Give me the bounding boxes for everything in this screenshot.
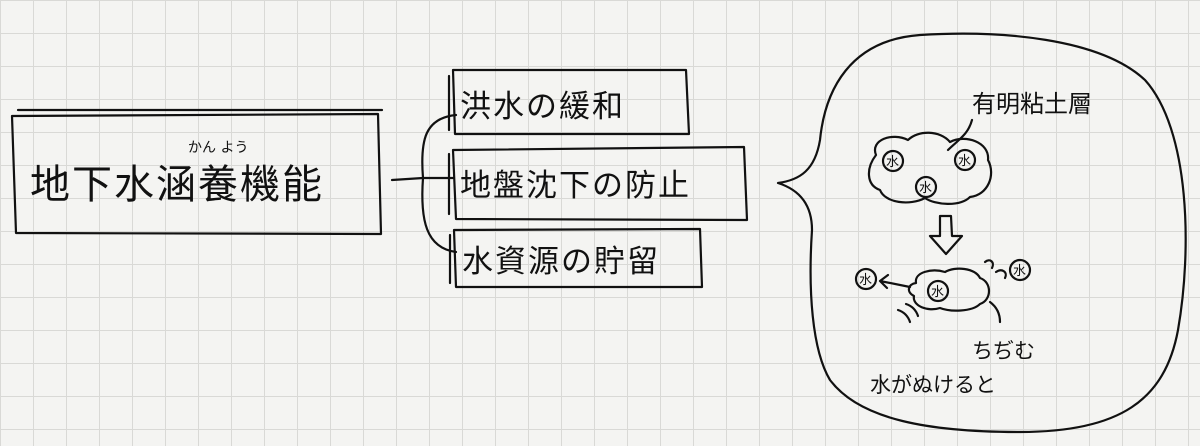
- branch-label: 水資源の貯留: [462, 244, 660, 280]
- main-topic-label: 地下水涵養機能: [30, 162, 324, 208]
- branch-node-flood: 洪水の緩和: [447, 68, 691, 136]
- main-topic-ruby: かん よう: [188, 140, 248, 156]
- branch-node-subsidence: 地盤沈下の防止: [447, 145, 749, 222]
- water-molecule-label: 水: [886, 155, 899, 170]
- clay-layer-after: 水 水 水: [854, 258, 1032, 324]
- water-molecule-label: 水: [859, 273, 872, 288]
- water-molecule-label: 水: [958, 154, 971, 169]
- water-molecule-label: 水: [1013, 264, 1026, 279]
- clay-layer-before: 水 水 水: [867, 131, 993, 205]
- shrink-label: ちぢむ: [972, 339, 1035, 363]
- branch-connectors: [390, 113, 458, 254]
- bubble-caption: 水がぬけると: [870, 373, 996, 397]
- main-topic-node: かん よう 地下水涵養機能: [10, 108, 384, 236]
- water-molecule-label: 水: [931, 285, 944, 300]
- down-arrow-icon: [928, 214, 964, 256]
- water-molecule-label: 水: [919, 181, 932, 196]
- branch-label: 地盤沈下の防止: [460, 168, 691, 204]
- layer-label: 有明粘土層: [972, 90, 1092, 118]
- explanation-bubble: [776, 32, 1187, 434]
- branch-node-water-storage: 水資源の貯留: [448, 227, 704, 289]
- branch-label: 洪水の緩和: [460, 89, 625, 125]
